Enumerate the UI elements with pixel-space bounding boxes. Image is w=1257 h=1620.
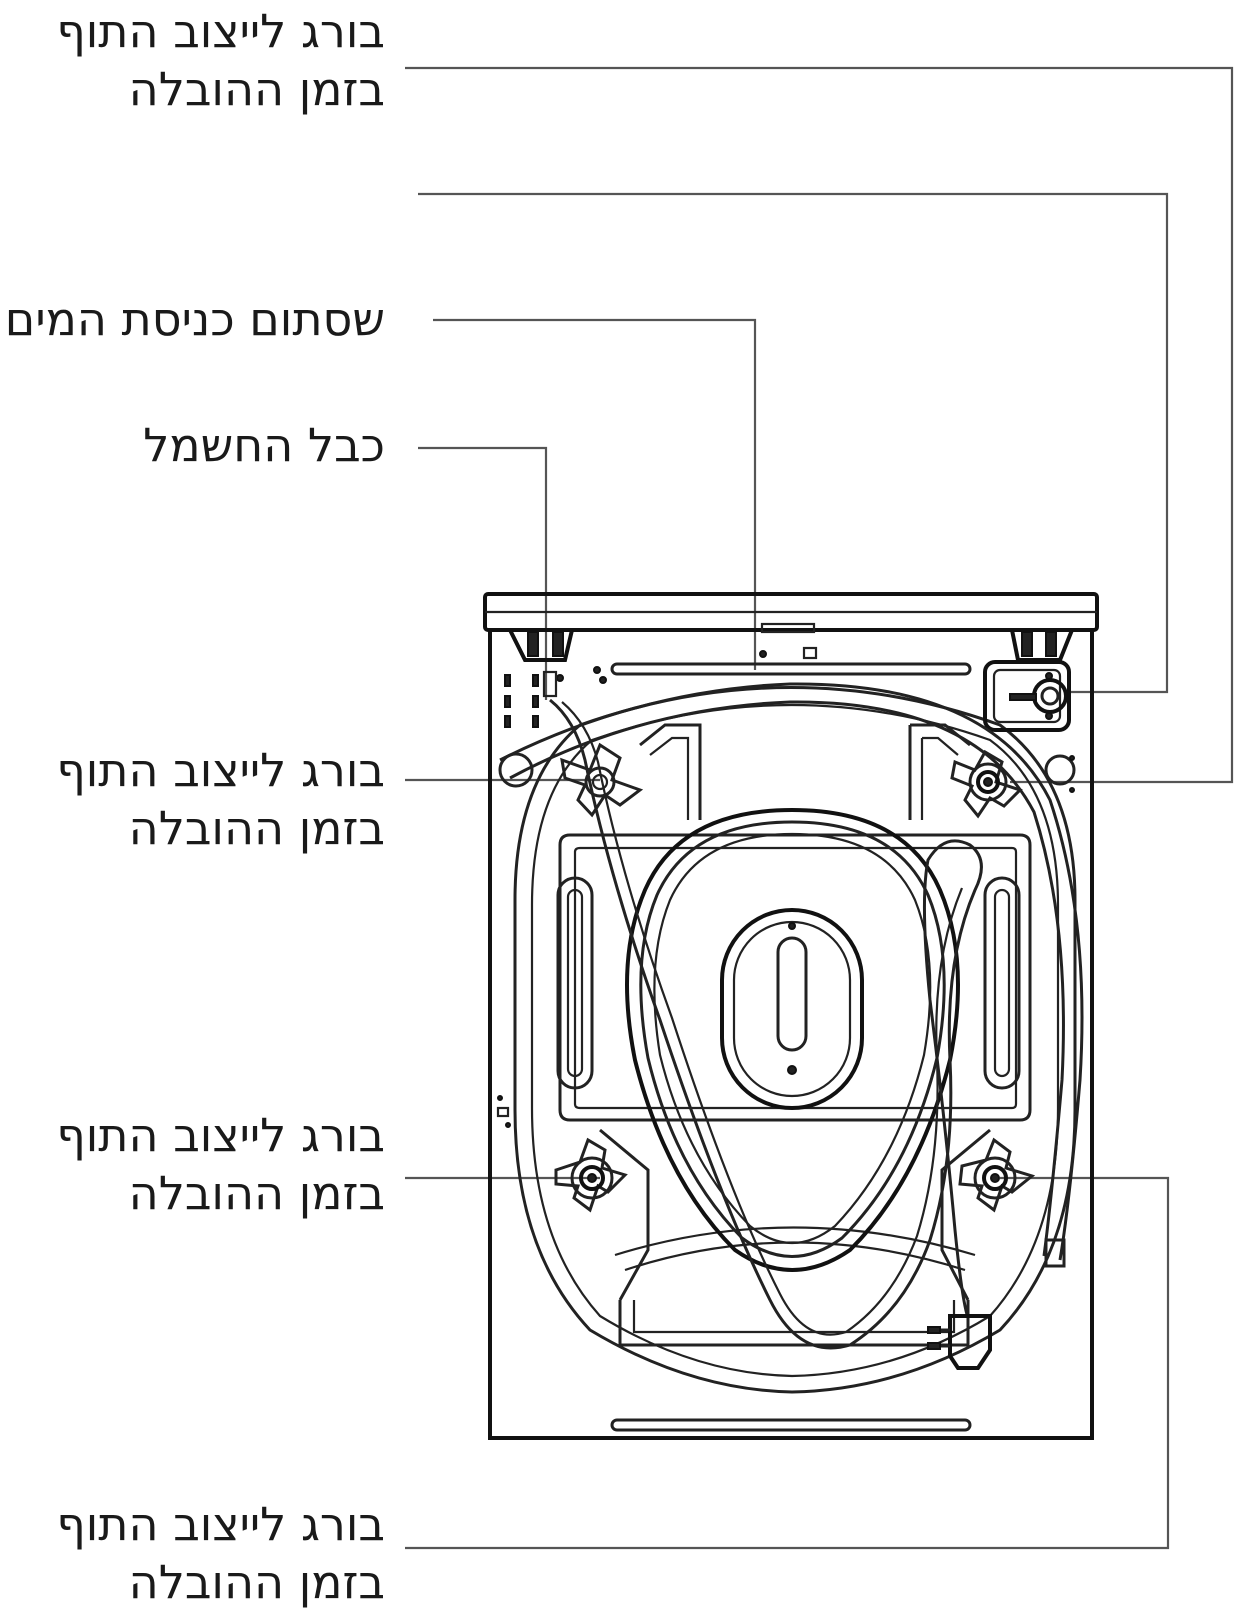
machine-body (483, 592, 1099, 1440)
label-power-cable-text: כבל החשמל (143, 418, 385, 472)
label-bolt-lower-right-line2: בזמן ההובלה (128, 1555, 385, 1609)
label-bolt-lower-left-line1: בורג לייצוב התוף (56, 1108, 385, 1162)
power-cable (542, 670, 992, 1370)
shipping-bolt-upper-right (950, 749, 1023, 819)
water-inlet-valve (983, 660, 1076, 793)
label-bolt-lower-right: בורג לייצוב התוף בזמן ההובלה (56, 1495, 385, 1611)
label-water-inlet-valve-text: שסתום כניסת המים (4, 292, 385, 346)
leader-top-unlabeled (418, 192, 1169, 694)
label-bolt-top-right-line2: בזמן ההובלה (128, 62, 385, 116)
label-bolt-upper-left-line2: בזמן ההובלה (128, 801, 385, 855)
label-bolt-lower-left: בורג לייצוב התוף בזמן ההובלה (56, 1106, 385, 1222)
label-bolt-lower-right-line1: בורג לייצוב התוף (56, 1497, 385, 1551)
leader-bolt-top-right (405, 66, 1234, 784)
rear-panel (488, 628, 1094, 1440)
drain-hose (499, 682, 1084, 1268)
drum-center (625, 807, 960, 1272)
leader-water-inlet (433, 318, 757, 670)
label-bolt-lower-left-line2: בזמן ההובלה (128, 1166, 385, 1220)
shipping-bolt-lower-left (554, 1137, 628, 1213)
label-power-cable: כבל החשמל (143, 416, 385, 474)
label-bolt-upper-left: בורג לייצוב התוף בזמן ההובלה (56, 741, 385, 857)
label-bolt-top-right-line1: בורג לייצוב התוף (56, 4, 385, 58)
leader-power-cable (418, 446, 548, 700)
label-bolt-upper-left-line1: בורג לייצוב התוף (56, 743, 385, 797)
label-water-inlet-valve: שסתום כניסת המים (5, 290, 385, 348)
leader-bolt-lower-right (405, 1176, 1170, 1550)
shipping-bolt-lower-right (958, 1137, 1036, 1213)
label-bolt-top-right: בורג לייצוב התוף בזמן ההובלה (56, 2, 385, 118)
leader-lines (405, 66, 1234, 1550)
